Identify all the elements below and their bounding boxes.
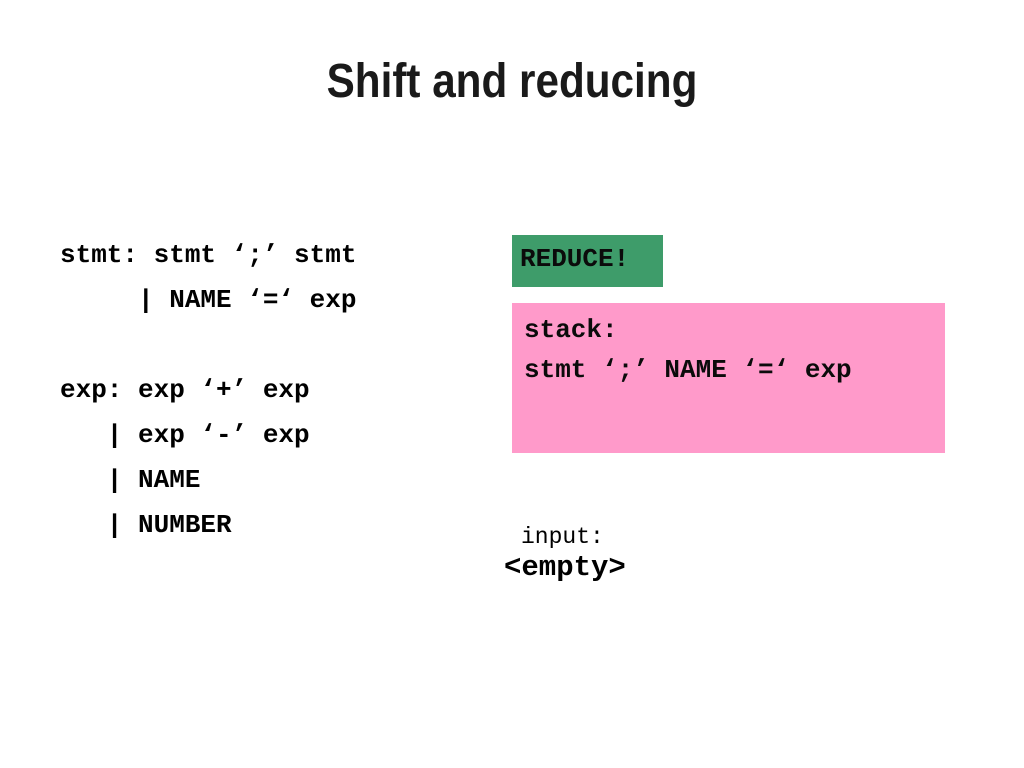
reduce-action-label: REDUCE! bbox=[520, 244, 630, 274]
slide-title: Shift and reducing bbox=[326, 55, 698, 108]
input-content: <empty> bbox=[504, 551, 626, 584]
grammar-rules: stmt: stmt ‘;’ stmt | NAME ‘=‘ exp exp: … bbox=[60, 240, 357, 540]
input-label: input: bbox=[521, 524, 604, 550]
reduce-action-box: REDUCE! bbox=[512, 235, 663, 287]
stack-content: stmt ‘;’ NAME ‘=‘ exp bbox=[524, 355, 852, 385]
stack-box: stack: stmt ‘;’ NAME ‘=‘ exp bbox=[512, 303, 945, 453]
stack-label: stack: bbox=[524, 315, 618, 345]
